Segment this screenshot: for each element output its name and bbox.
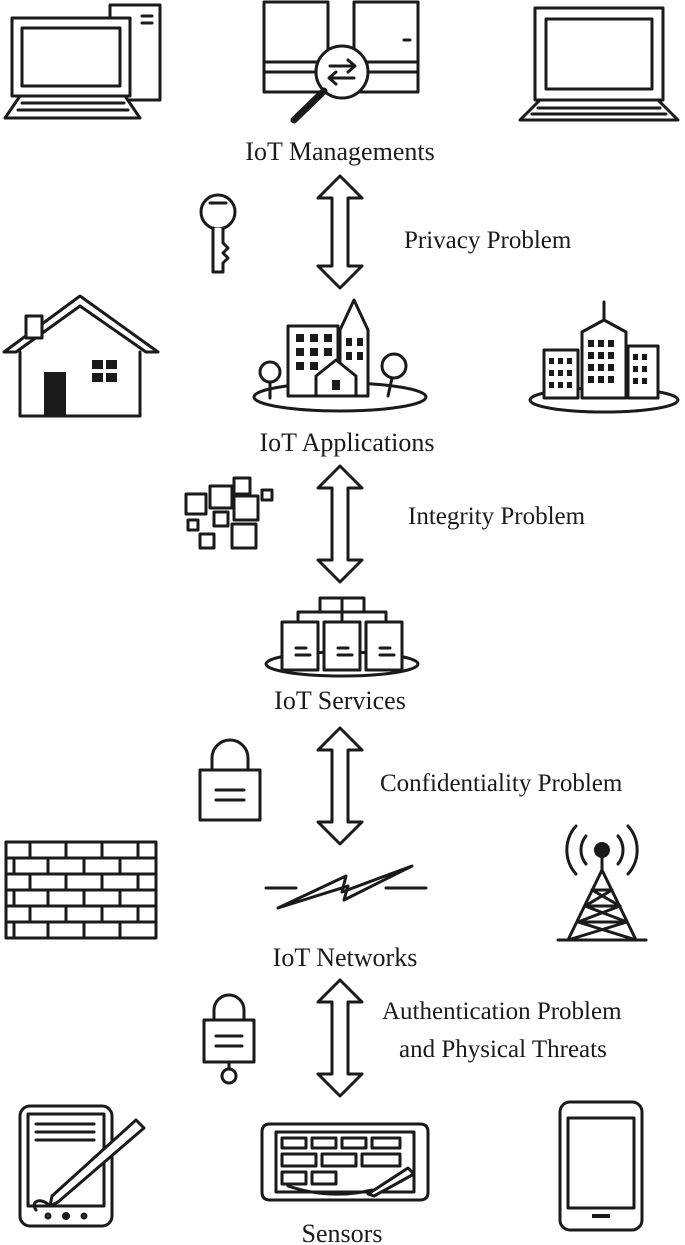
- fragment-blocks-icon: [184, 476, 274, 550]
- layer-label-services: IoT Services: [274, 686, 406, 715]
- city-island-icon: [252, 298, 428, 413]
- double-arrow-authentication: [316, 978, 364, 1098]
- radio-tower-icon: [556, 824, 648, 942]
- padlock-key-icon: [202, 993, 256, 1085]
- padlock-icon: [198, 738, 262, 822]
- double-arrow-privacy: [316, 174, 364, 290]
- desktop-computer-icon: [3, 3, 162, 120]
- server-cluster-icon: [264, 596, 420, 678]
- problem-label-authentication-line2: and Physical Threats: [399, 1036, 607, 1063]
- smartphone-icon: [558, 1100, 644, 1232]
- problem-label-integrity: Integrity Problem: [408, 503, 586, 530]
- skyscraper-icon: [528, 300, 680, 414]
- layer-label-managements: IoT Managements: [245, 137, 434, 166]
- tablet-stylus-icon: [18, 1104, 146, 1228]
- layer-label-applications: IoT Applications: [259, 428, 434, 457]
- double-arrow-confidentiality: [316, 726, 364, 846]
- double-arrow-integrity: [316, 464, 364, 584]
- key-icon: [199, 193, 237, 274]
- touch-device-icon: [260, 1122, 430, 1202]
- layer-label-sensors: Sensors: [302, 1219, 383, 1245]
- laptop-icon: [518, 6, 680, 122]
- problem-label-confidentiality: Confidentiality Problem: [380, 770, 623, 797]
- problem-label-privacy: Privacy Problem: [404, 227, 572, 254]
- house-icon: [2, 294, 160, 418]
- layer-label-networks: IoT Networks: [273, 943, 418, 972]
- lightning-link-icon: [264, 864, 428, 910]
- server-search-icon: [262, 0, 420, 124]
- problem-label-authentication-line1: Authentication Problem: [382, 998, 622, 1025]
- brick-wall-icon: [4, 840, 158, 940]
